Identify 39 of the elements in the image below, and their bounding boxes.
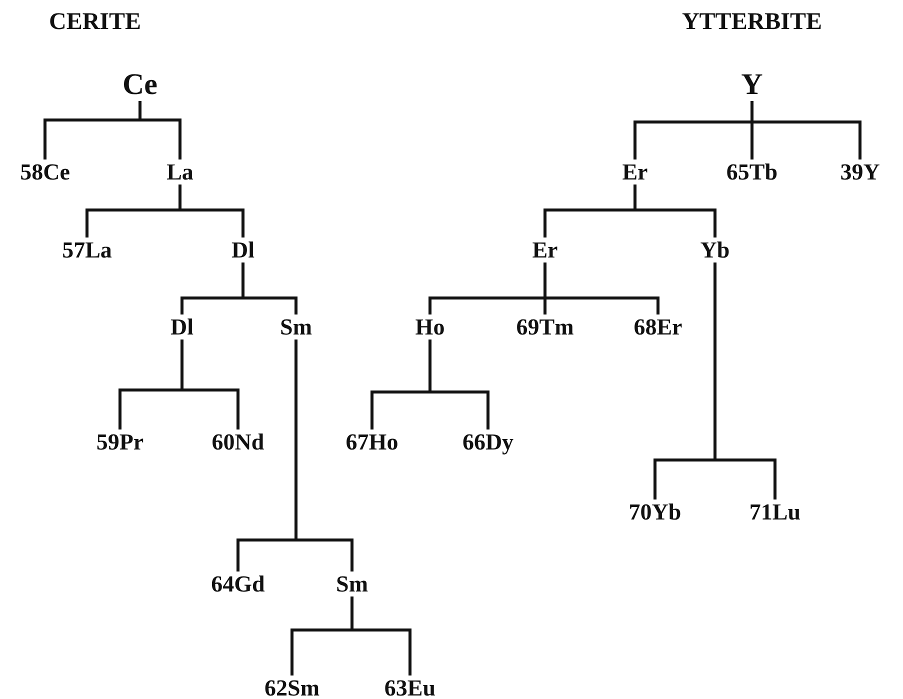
element-symbol: Dl: [232, 238, 254, 262]
tree-branch-line: [138, 101, 182, 160]
element-symbol: 65Tb: [726, 160, 778, 184]
element-symbol: Ce: [122, 70, 158, 100]
tree-branch-line: [178, 184, 244, 238]
tree-branch-line: [294, 340, 354, 572]
element-symbol: 60Nd: [212, 430, 264, 454]
element-symbol: 70Yb: [628, 500, 682, 524]
tree-branch-line: [634, 184, 716, 238]
element-symbol: Sm: [280, 316, 312, 338]
element-symbol: Sm: [336, 572, 368, 596]
element-symbol: 68Er: [634, 316, 682, 338]
element-symbol: Dl: [170, 316, 194, 338]
element-symbol: 39Y: [840, 160, 880, 184]
tree-branch-line: [428, 340, 490, 430]
element-symbol: 62Sm: [264, 676, 320, 699]
element-symbol: 67Ho: [346, 430, 398, 454]
element-symbol: 64Gd: [211, 572, 265, 596]
element-symbol: Yb: [700, 238, 730, 262]
element-symbol: 71Lu: [749, 500, 801, 524]
element-symbol: 69Tm: [516, 316, 574, 338]
mineral-heading: CERITE: [48, 10, 142, 34]
element-symbol: Er: [532, 238, 558, 262]
element-symbol: 58Ce: [20, 160, 70, 184]
element-symbol: Ho: [415, 316, 445, 338]
element-symbol: 59Pr: [96, 430, 144, 454]
element-symbol: 66Dy: [462, 430, 514, 454]
tree-branch-line: [242, 262, 298, 314]
tree-branch-line: [714, 262, 776, 500]
element-symbol: 63Eu: [384, 676, 436, 699]
element-symbol: 57La: [62, 238, 112, 262]
element-symbol: La: [166, 160, 194, 184]
tree-branch-line: [544, 262, 660, 314]
tree-branch-line: [350, 596, 412, 676]
tree-branch-line: [750, 101, 862, 160]
mineral-heading: YTTERBITE: [682, 10, 822, 34]
element-symbol: Y: [741, 70, 763, 100]
element-symbol: Er: [622, 160, 648, 184]
tree-branch-line: [180, 340, 240, 430]
